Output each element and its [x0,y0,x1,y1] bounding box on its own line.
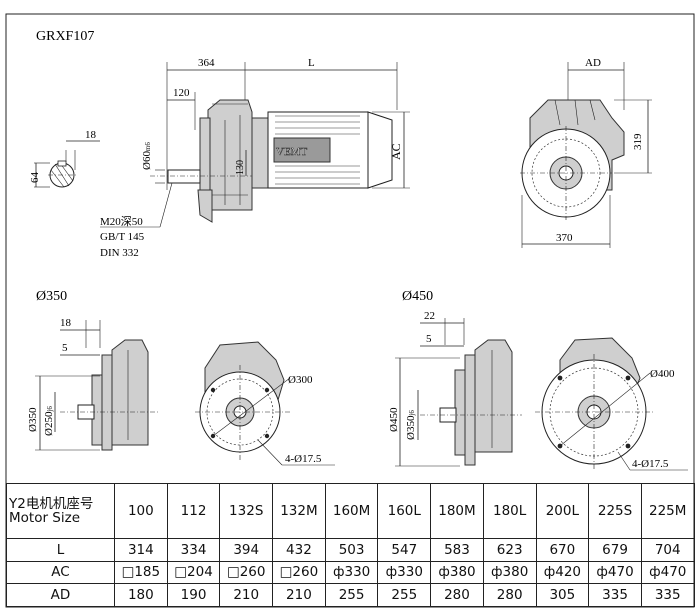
thread-note-1: M20深50 [100,215,143,228]
table-cell: 255 [324,583,379,607]
thread-note-3: DIN 332 [100,247,139,259]
size-cell: 132S [219,483,274,539]
size-cell: 225M [640,483,695,539]
shaft-key-section: 18 64 [29,129,100,188]
table-cell: 704 [640,537,695,562]
model-title: GRXF107 [36,29,94,44]
row-label: AC [6,560,115,585]
table-cell: 190 [166,583,221,607]
dim-AD: AD [585,57,601,69]
table-cell: 503 [324,537,379,562]
dim-130: 130 [235,160,246,175]
flange-450-dim-450: Ø450 [388,407,400,432]
sheet-border [5,13,695,608]
thread-note-2: GB/T 145 [100,231,145,243]
dim-364: 364 [198,57,215,69]
dim-370: 370 [556,232,573,244]
flange-350-dim-300: Ø300 [288,374,313,386]
dim-AC: AC [389,143,403,160]
motor-brand-label: VEMT [276,146,307,158]
dim-L: L [308,57,315,69]
flange-450-dim-400: Ø400 [650,368,675,380]
table-cell: 210 [272,583,326,607]
flange-350-holes: 4-Ø17.5 [285,453,322,465]
table-cell: ф380 [430,560,484,585]
table-cell: ф470 [640,560,695,585]
flange-450-dim-350: Ø350j6 [405,410,417,440]
flange-350-side-view: 18 5 Ø350 Ø250j6 [27,317,160,451]
table-cell: 335 [640,583,695,607]
header-label-cn: Y2电机机座号 [9,495,94,512]
end-view-gearmotor: AD 319 370 [520,57,652,248]
motor-size-table: Y2电机机座号 Motor Size 100 112 132S 132M 160… [6,483,695,607]
table-cell: 394 [219,537,274,562]
flange-350-dim-18: 18 [60,317,72,329]
flange-450-dim-22: 22 [424,310,435,322]
dim-64: 64 [29,172,41,184]
table-cell: 623 [482,537,537,562]
size-cell: 160L [377,483,432,539]
dim-319: 319 [632,133,644,150]
table-cell: 280 [430,583,484,607]
table-cell: ф380 [482,560,537,585]
size-cell: 180M [430,483,484,539]
dim-18-key: 18 [85,129,97,141]
table-row-AD: AD 180 190 210 210 255 255 280 280 305 3… [6,583,695,607]
dim-120: 120 [173,87,190,99]
flange-350-title: Ø350 [36,289,67,304]
size-cell: 180L [482,483,537,539]
table-cell: 335 [588,583,642,607]
row-label: L [6,537,115,562]
table-cell: 210 [219,583,274,607]
table-cell: 547 [377,537,432,562]
table-row-AC: AC □185 □204 □260 □260 ф330 ф330 ф380 ф3… [6,560,695,585]
table-cell: 305 [535,583,590,607]
table-cell: ф420 [535,560,590,585]
table-cell: 679 [588,537,642,562]
table-cell: 670 [535,537,590,562]
table-cell: □260 [272,560,326,585]
table-cell: ф330 [377,560,432,585]
table-cell: □204 [166,560,221,585]
flange-450-dim-5: 5 [426,333,432,345]
table-cell: ф470 [588,560,642,585]
size-cell: 200L [535,483,590,539]
table-cell: 280 [482,583,537,607]
flange-350-dim-5: 5 [62,342,68,354]
flange-450-front-view: Ø400 4-Ø17.5 [535,337,688,471]
side-view-gearmotor: 364 L 120 Ø60m6 130 [100,57,410,259]
table-cell: 255 [377,583,432,607]
table-cell: 583 [430,537,484,562]
size-cell: 112 [166,483,221,539]
flange-350-front-view: Ø300 4-Ø17.5 [195,341,335,466]
table-header-row: Y2电机机座号 Motor Size 100 112 132S 132M 160… [6,483,695,539]
flange-350-dim-250: Ø250j6 [43,406,55,436]
flange-450-title: Ø450 [402,289,433,304]
table-header-label: Y2电机机座号 Motor Size [6,483,115,539]
dim-shaft-60: Ø60m6 [141,142,153,170]
size-cell: 225S [588,483,642,539]
size-cell: 160M [324,483,379,539]
table-cell: 334 [166,537,221,562]
table-cell: 432 [272,537,326,562]
table-row-L: L 314 334 394 432 503 547 583 623 670 67… [6,537,695,562]
size-cell: 132M [272,483,326,539]
flange-350-dim-350: Ø350 [27,407,39,432]
flange-450-holes: 4-Ø17.5 [632,458,669,470]
table-cell: 180 [114,583,168,607]
table-cell: 314 [114,537,168,562]
table-cell: □260 [219,560,274,585]
size-cell: 100 [114,483,168,539]
flange-450-side-view: 22 5 Ø450 Ø350j6 [388,310,522,467]
header-label-en: Motor Size [9,509,81,526]
table-cell: ф330 [324,560,379,585]
row-label: AD [6,583,115,607]
table-cell: □185 [114,560,168,585]
